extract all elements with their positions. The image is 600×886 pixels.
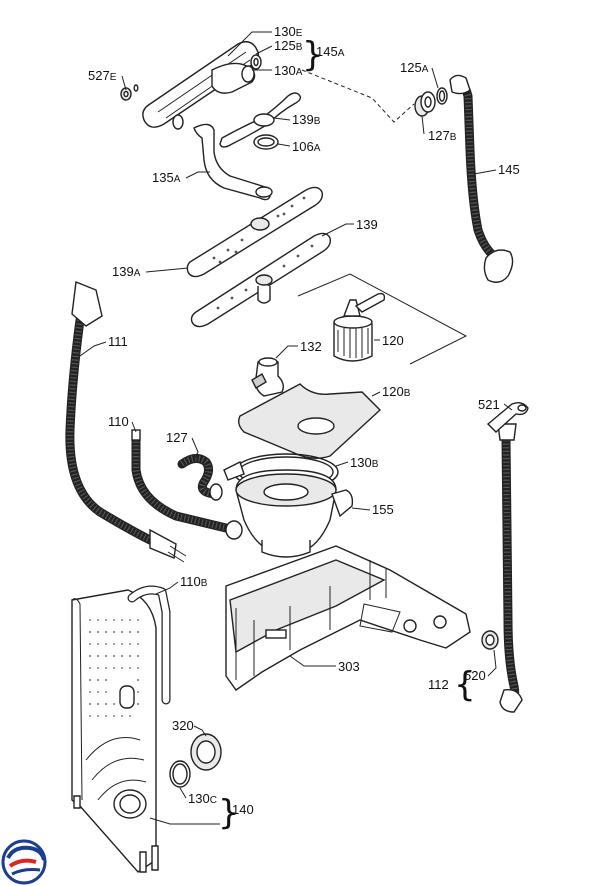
spray-tube-elbow-130a [211,62,256,94]
label-110: 110 [108,414,129,429]
hose-clip-521 [486,401,529,433]
oring-130c [169,760,191,788]
nut-527e [120,84,139,101]
hose-connector-127b [414,91,436,117]
label-139a: 139A [112,264,141,279]
seal-320 [190,733,222,771]
drain-connector-520 [481,630,499,650]
label-140: 140 [232,802,254,817]
upper-spray-arm-139a [186,186,324,278]
filter-group-bracket [297,273,468,365]
label-130a: 130A [274,63,303,78]
seal-125b [250,54,262,70]
label-521: 521 [478,397,500,412]
flat-filter-120b [237,383,382,459]
sump-155 [235,469,354,558]
label-130c: 130C [188,791,217,806]
drain-hose-127 [177,454,245,501]
label-303: 303 [338,659,360,674]
gasket-106a [253,134,279,150]
spray-arm-hub-139b [219,92,302,148]
leader-lines [79,31,513,825]
label-155: 155 [372,502,394,517]
label-145: 145 [498,162,520,177]
oring-small-left [172,114,184,130]
filter-clip-132 [251,357,285,397]
label-130b: 130B [350,455,379,470]
label-139b: 139B [292,112,321,127]
micro-filter-120 [333,292,386,362]
label-120b: 120B [382,384,411,399]
left-fill-hose-111 [65,281,187,563]
label-132: 132 [300,339,322,354]
label-125b: 125B [274,38,303,53]
label-145a: 145A [316,44,345,59]
label-130e: 130E [274,24,303,39]
label-527e: 527E [88,68,117,83]
label-135a: 135A [152,170,181,185]
label-120: 120 [382,333,404,348]
base-frame-303 [225,545,471,691]
label-106a: 106A [292,139,321,154]
label-112: 112 [428,677,449,692]
brace-112: { [454,665,476,705]
brand-swirl-logo-icon [1,839,47,885]
label-320: 320 [172,718,194,733]
label-125a: 125A [400,60,429,75]
label-110b: 110B [180,574,208,589]
feed-pipe-135a [193,123,273,201]
circulation-hose-145 [449,74,514,283]
heater-element-110b [127,585,171,705]
label-520: 520 [464,668,486,683]
brace-145a: } [302,35,324,75]
label-111: 111 [108,334,128,349]
brace-140: } [218,793,240,833]
heater-pipe-110 [131,429,243,540]
side-panel-140 [71,589,159,873]
drain-hose-112 [497,423,523,713]
alignment-dashed-line [301,69,415,123]
oring-125a [436,87,448,105]
label-139: 139 [356,217,378,232]
label-127: 127 [166,430,188,445]
label-127b: 127B [428,128,457,143]
